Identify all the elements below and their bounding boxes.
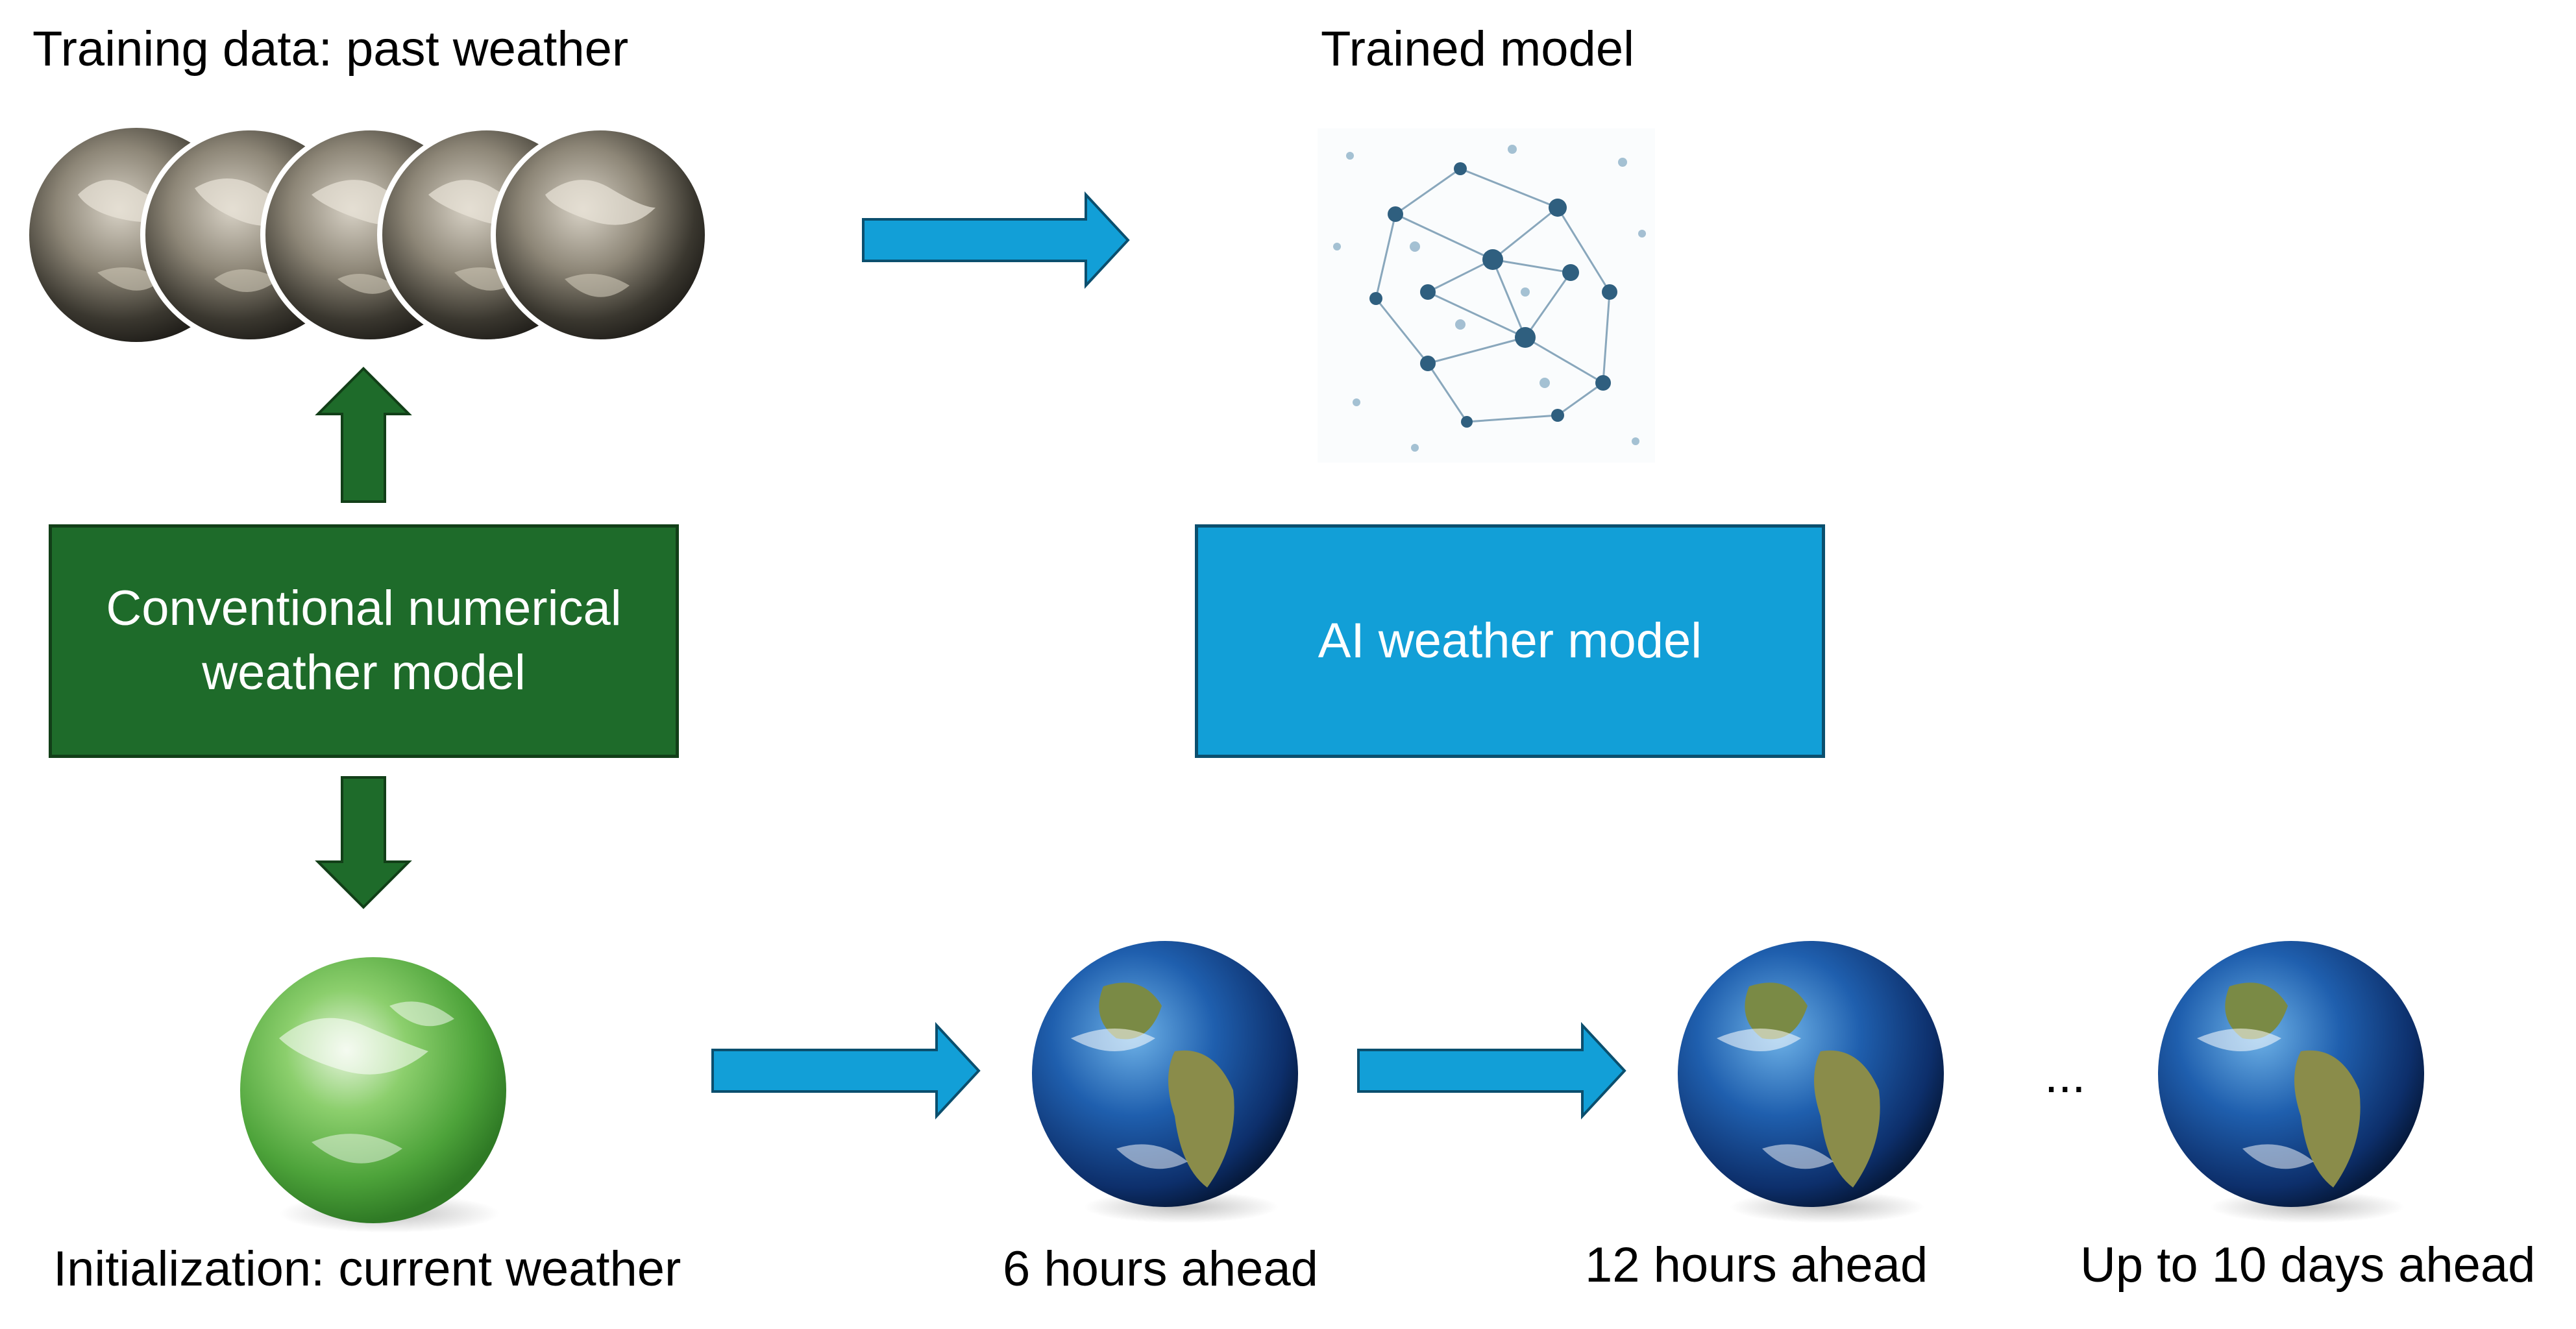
- arrow-up-to-training-data: [315, 367, 412, 503]
- ai-model-label: AI weather model: [1318, 613, 1702, 668]
- trained-model-label: Trained model: [1321, 21, 1634, 77]
- arrow-to-6-hours: [711, 1021, 981, 1120]
- earth-globe-icon: [2158, 941, 2424, 1223]
- ellipsis-label: ...: [2044, 1048, 2086, 1103]
- arrow-to-trained-model: [862, 191, 1130, 289]
- twelve-hours-label: 12 hours ahead: [1585, 1238, 1928, 1293]
- ai-model-box: AI weather model: [1195, 524, 1825, 758]
- training-data-label: Training data: past weather: [32, 21, 629, 77]
- conventional-model-line-2: weather model: [202, 645, 526, 700]
- ten-days-label: Up to 10 days ahead: [2080, 1238, 2536, 1293]
- six-hours-label: 6 hours ahead: [1003, 1241, 1318, 1297]
- conventional-model-line-1: Conventional numerical: [106, 581, 622, 637]
- green-globe-icon: [240, 957, 506, 1233]
- earth-globe-icon: [1032, 941, 1298, 1223]
- greyscale-globe-icon: [491, 125, 710, 345]
- initialization-label: Initialization: current weather: [53, 1241, 681, 1297]
- conventional-model-box: Conventional numerical weather model: [49, 524, 679, 758]
- past-weather-globes: [29, 125, 710, 345]
- arrow-down-to-current-weather: [315, 776, 412, 909]
- arrow-to-12-hours: [1357, 1021, 1626, 1120]
- neural-network-icon: [1318, 128, 1655, 463]
- earth-globe-icon: [1678, 941, 1944, 1223]
